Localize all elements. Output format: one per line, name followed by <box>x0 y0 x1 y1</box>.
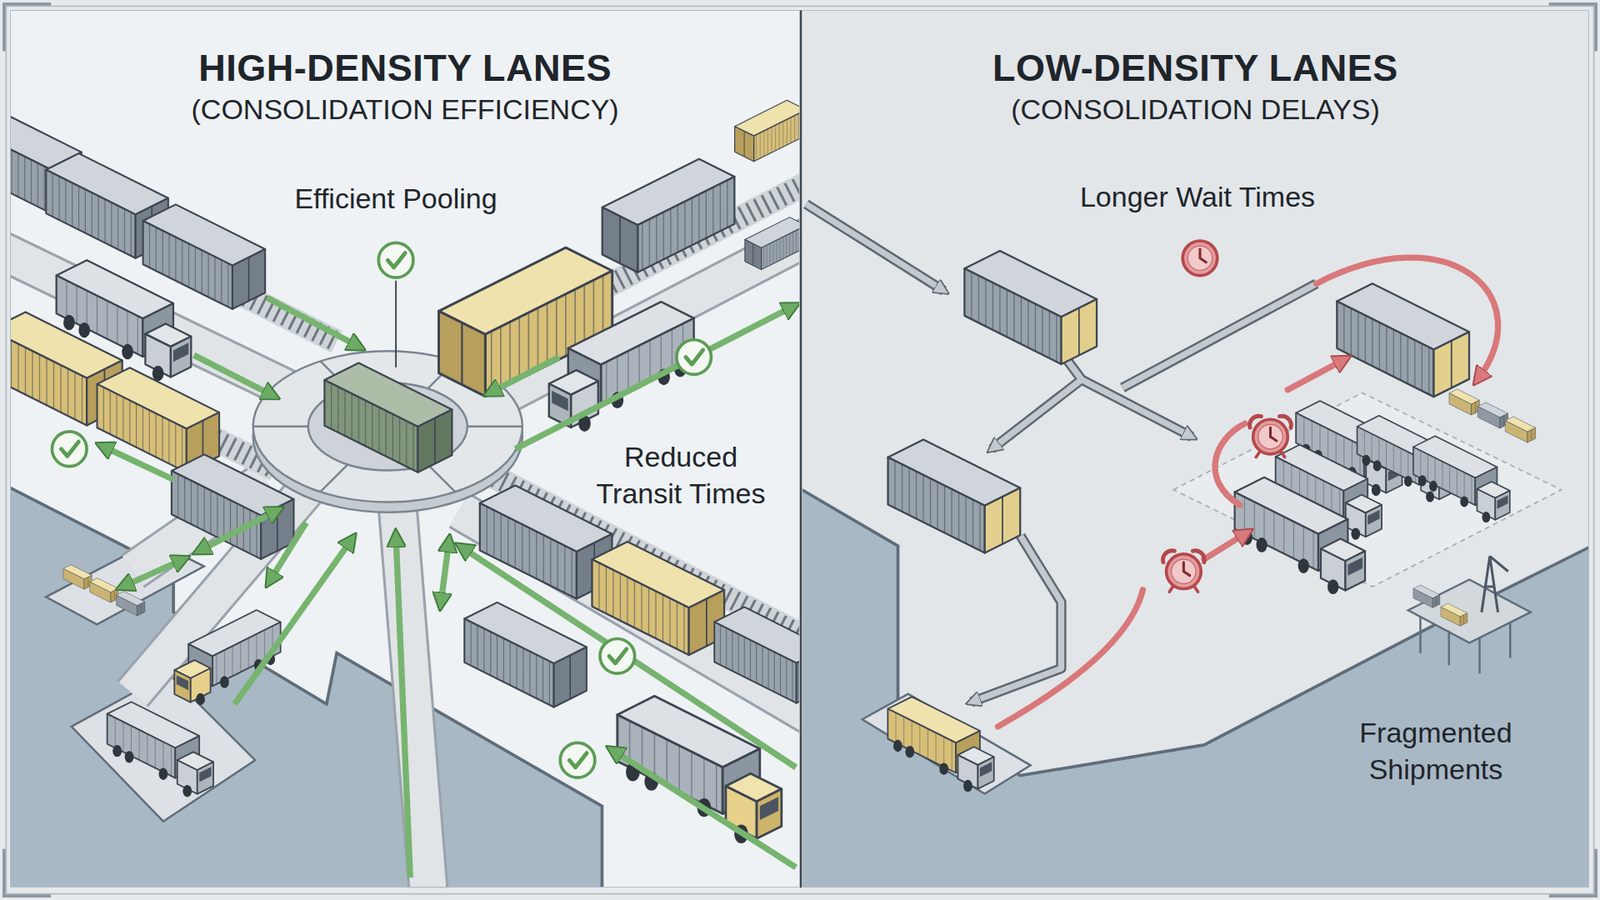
truck <box>887 696 994 792</box>
container <box>143 204 266 310</box>
open-container <box>964 250 1097 365</box>
dock <box>862 694 1031 795</box>
grey-arrows <box>805 204 1316 703</box>
flow-arrow <box>515 305 794 449</box>
alarm-clock-icon <box>1250 415 1292 457</box>
corner-brackets <box>4 4 1596 896</box>
callout-label: Efficient Pooling <box>287 180 504 217</box>
container <box>714 606 800 703</box>
flow-arrow <box>199 510 278 551</box>
parcel <box>1440 603 1468 626</box>
alarm-clock-icon <box>1163 550 1205 592</box>
open-container <box>888 439 1021 553</box>
truck <box>1235 477 1365 595</box>
callout-label: Longer Wait Times <box>1073 178 1322 215</box>
container <box>171 454 295 560</box>
flow-arrow <box>395 535 410 878</box>
check-badge <box>378 242 414 278</box>
flow-arrow <box>101 445 174 480</box>
delay-arrow <box>1287 359 1345 390</box>
parcel <box>1477 402 1508 429</box>
parcel <box>1449 389 1480 415</box>
rail-car <box>591 541 725 655</box>
delay-arrow <box>1215 423 1245 505</box>
flow-arrow <box>267 298 360 348</box>
container <box>602 159 735 273</box>
container <box>745 217 800 270</box>
flow-arrow <box>440 540 450 605</box>
right-illustration <box>801 204 1589 888</box>
truck <box>107 701 214 797</box>
leader-line <box>395 280 397 368</box>
parcel <box>1505 416 1535 443</box>
left-illustration <box>10 100 800 888</box>
parcel <box>116 591 145 616</box>
staging-pad <box>1173 392 1561 587</box>
flow-arrow <box>122 559 184 587</box>
hub-container <box>324 363 452 473</box>
dock <box>71 673 255 822</box>
flow-arrow <box>612 750 796 868</box>
route-arrow <box>1122 283 1317 388</box>
water <box>801 490 1589 889</box>
callout-label: Reduced Transit Times <box>583 438 780 512</box>
crane <box>1481 555 1509 612</box>
panel-heading: HIGH-DENSITY LANES <box>10 10 800 90</box>
rail-car <box>735 100 800 161</box>
check-badge <box>560 742 595 778</box>
panel-subheading: (CONSOLIDATION EFFICIENCY) <box>10 93 800 126</box>
check-badge <box>676 340 712 375</box>
outer-frame <box>5 5 1594 894</box>
check-badge <box>51 431 87 467</box>
left-panel-ground <box>10 10 800 888</box>
panel-subheading: (CONSOLIDATION DELAYS) <box>802 93 1588 126</box>
delay-arrow <box>998 590 1144 727</box>
check-badge <box>600 639 635 675</box>
panel-heading: LOW-DENSITY LANES <box>802 10 1588 90</box>
pier <box>1408 580 1531 644</box>
route-arrow <box>1060 351 1192 437</box>
route-arrow <box>971 535 1062 703</box>
route-arrow <box>991 380 1082 450</box>
route-arrow <box>805 204 944 291</box>
parcel <box>1413 585 1440 608</box>
route-arrow-outline <box>805 204 1316 703</box>
flow-arrow <box>235 539 353 705</box>
pier-piles <box>1420 617 1510 674</box>
open-container <box>1336 283 1470 397</box>
parcel <box>90 578 119 603</box>
flow-arrows <box>101 298 796 879</box>
flow-arrow <box>460 546 796 767</box>
flow-arrow <box>490 357 560 394</box>
delay-arrows <box>998 257 1499 727</box>
truck <box>1413 435 1510 523</box>
delay-arrow <box>1204 532 1247 560</box>
flow-arrow <box>269 522 306 582</box>
callout-label: Fragmented Shipments <box>1346 714 1526 788</box>
clock-icon <box>1182 240 1218 276</box>
flow-arrow <box>194 355 275 396</box>
parcel <box>63 565 92 590</box>
